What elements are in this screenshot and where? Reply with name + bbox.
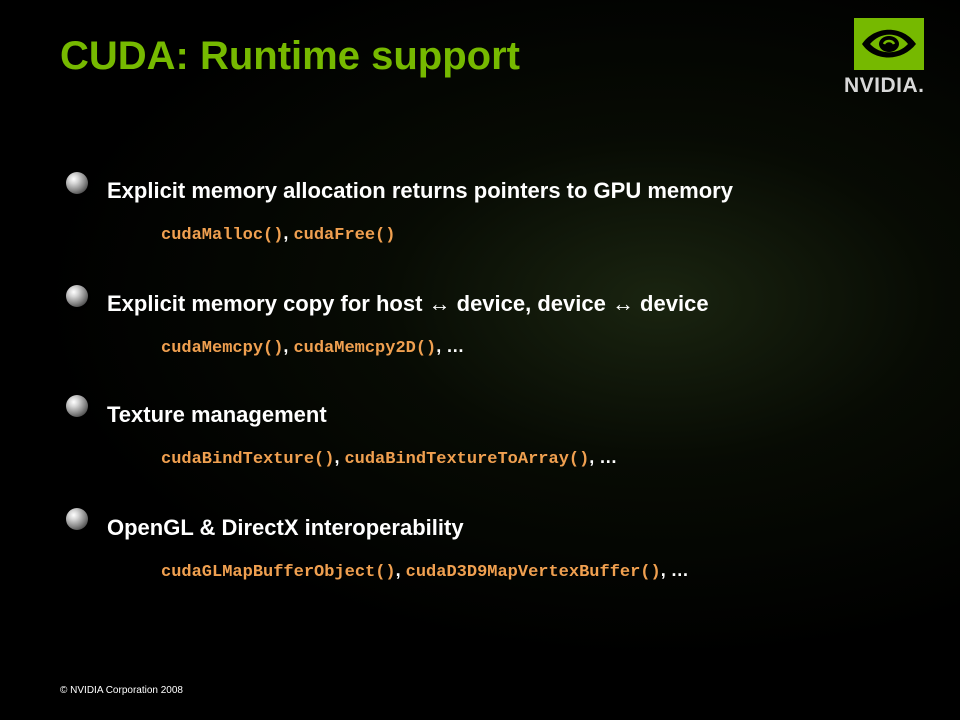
bullet-heading: Explicit memory copy for host ↔ device, … [107,291,709,316]
bullet-dot-icon [66,172,88,194]
code-function: cudaMemcpy2D() [293,339,437,358]
bullet-code-line: cudaBindTexture(), cudaBindTextureToArra… [161,447,617,469]
code-function: cudaBindTextureToArray() [344,450,590,469]
code-function: cudaFree() [293,226,396,245]
copyright-footer: © NVIDIA Corporation 2008 [60,685,183,696]
bullet-code-line: cudaGLMapBufferObject(), cudaD3D9MapVert… [161,560,689,582]
nvidia-wordmark: NVIDIA. [844,74,925,97]
bullet-heading: Texture management [107,402,327,427]
code-separator: , … [589,447,618,467]
code-separator: , … [660,560,689,580]
nvidia-logo: NVIDIA. [842,18,942,102]
code-function: cudaBindTexture() [161,450,335,469]
slide-title: CUDA: Runtime support [60,34,520,78]
bullet-dot-icon [66,508,88,530]
code-function: cudaMemcpy() [161,339,284,358]
code-separator: , [283,336,294,356]
bullet-code-line: cudaMemcpy(), cudaMemcpy2D(), … [161,336,464,358]
code-function: cudaD3D9MapVertexBuffer() [405,563,661,582]
nvidia-eye-icon [854,18,924,70]
code-separator: , [395,560,406,580]
code-function: cudaGLMapBufferObject() [161,563,396,582]
code-separator: , … [436,336,465,356]
code-separator: , [283,223,294,243]
bullet-code-line: cudaMalloc(), cudaFree() [161,223,395,245]
bullet-heading: Explicit memory allocation returns point… [107,178,733,203]
bullet-dot-icon [66,285,88,307]
code-function: cudaMalloc() [161,226,284,245]
code-separator: , [334,447,345,467]
bullet-heading: OpenGL & DirectX interoperability [107,515,464,540]
bullet-dot-icon [66,395,88,417]
